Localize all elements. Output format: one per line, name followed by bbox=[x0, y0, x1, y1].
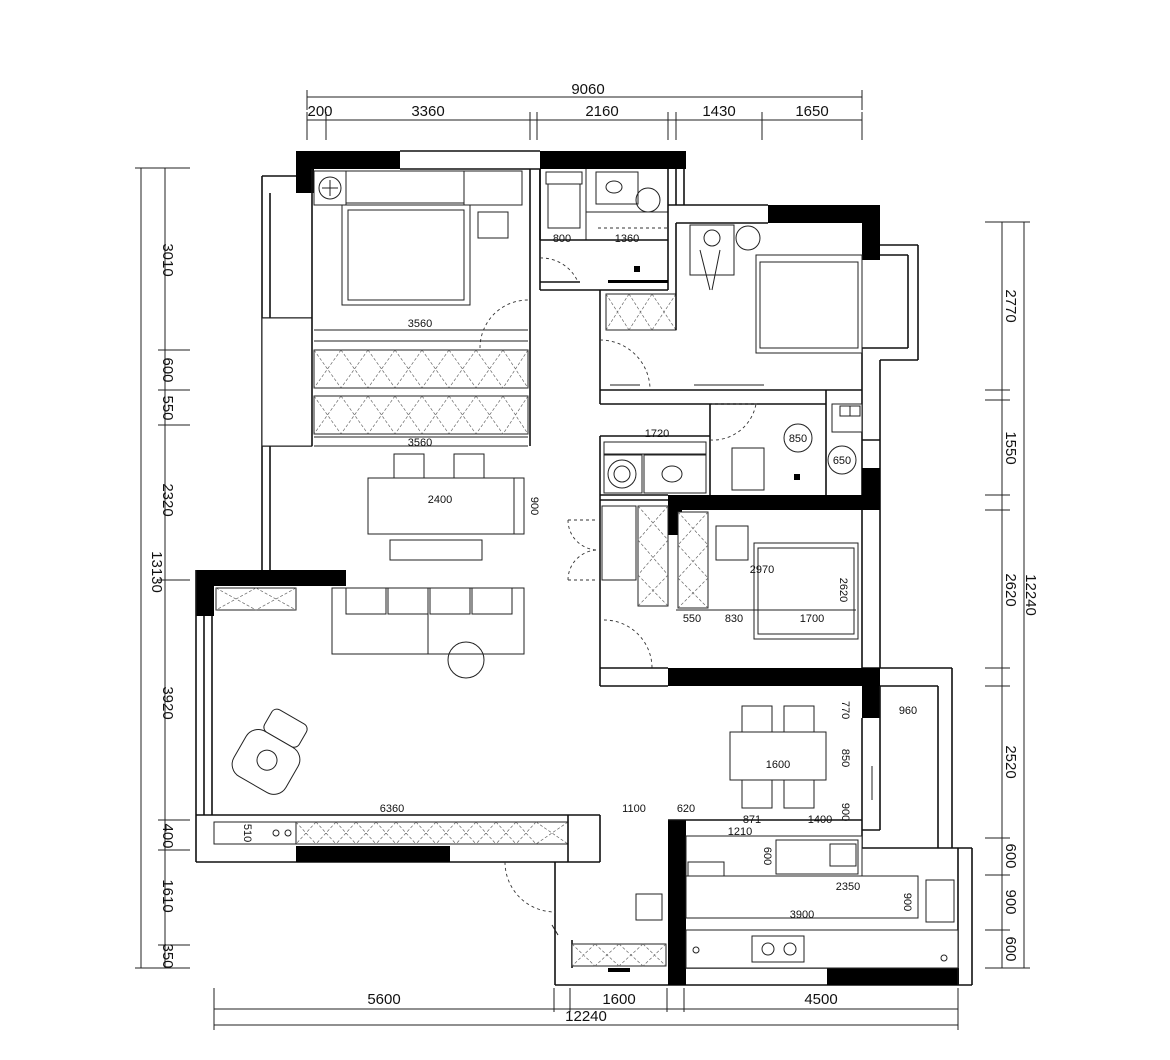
dining-area bbox=[367, 453, 525, 561]
master-bedroom bbox=[313, 169, 541, 446]
right-dimension-7: 600 bbox=[1002, 936, 1019, 961]
dining-table-2-length: 1600 bbox=[766, 759, 790, 771]
bottom-cabinet bbox=[213, 815, 569, 862]
living-room bbox=[215, 587, 525, 795]
bed-2 bbox=[755, 254, 863, 354]
double-bed bbox=[341, 204, 471, 306]
dining-table-length: 2400 bbox=[428, 494, 452, 506]
bottom-dimension-lines bbox=[213, 988, 959, 1030]
right-dimension-4: 2520 bbox=[1002, 745, 1019, 778]
bedroom-2 bbox=[599, 224, 863, 405]
right-total-dimension: 12240 bbox=[1022, 574, 1039, 616]
bottom-dimension-3: 4500 bbox=[804, 991, 837, 1008]
kitchen-dimension-1210: 1210 bbox=[728, 826, 752, 838]
right-dimension-6: 900 bbox=[1002, 889, 1019, 914]
right-dimension-5: 600 bbox=[1002, 843, 1019, 868]
bath1-dimension-b: 1360 bbox=[615, 233, 639, 245]
dining-table-depth: 900 bbox=[528, 497, 540, 515]
bed3-dimension-a: 550 bbox=[683, 613, 701, 625]
bath2-dimension-b: 650 bbox=[833, 455, 851, 467]
wall-band bbox=[668, 495, 862, 510]
top-dimension-lines bbox=[306, 90, 863, 140]
bed3-dimension-b: 830 bbox=[725, 613, 743, 625]
right-dimension-lines bbox=[985, 221, 1030, 969]
left-dimension-lines bbox=[135, 167, 190, 969]
left-dimension-7: 1610 bbox=[159, 879, 176, 912]
bed3-dimension-c: 1700 bbox=[800, 613, 824, 625]
kitchen-dimension-1400: 1400 bbox=[808, 814, 832, 826]
top-dimension-4: 1430 bbox=[702, 103, 735, 120]
top-dimension-1: 200 bbox=[307, 103, 332, 120]
left-dimension-1: 3010 bbox=[159, 243, 176, 276]
laundry-dimension: 1720 bbox=[645, 428, 669, 440]
bottom-dimension-2: 1600 bbox=[602, 991, 635, 1008]
kitchen-dimension-620: 620 bbox=[677, 803, 695, 815]
left-dimension-3: 550 bbox=[159, 395, 176, 420]
wardrobe-top-label: 3560 bbox=[408, 318, 432, 330]
dining-table-2 bbox=[729, 731, 827, 781]
hall-cabinet bbox=[605, 223, 677, 331]
left-dimension-4: 2320 bbox=[159, 483, 176, 516]
bed3-depth-label: 2620 bbox=[837, 578, 849, 602]
left-dimension-5: 3920 bbox=[159, 686, 176, 719]
bathroom-1 bbox=[539, 169, 685, 330]
top-total-dimension: 9060 bbox=[571, 81, 604, 98]
kitchen-dimension-1100: 1100 bbox=[622, 803, 646, 815]
bed3-width-label: 2970 bbox=[750, 564, 774, 576]
wardrobes bbox=[313, 329, 529, 447]
cabinet-510-label: 510 bbox=[241, 824, 253, 842]
vertical-900-label: 900 bbox=[839, 803, 851, 821]
walls bbox=[195, 150, 973, 986]
kitchen-dimension-900: 900 bbox=[901, 893, 913, 911]
top-dimension-5: 1650 bbox=[795, 103, 828, 120]
left-dimension-6: 400 bbox=[159, 823, 176, 848]
dining-kitchen bbox=[668, 705, 959, 969]
kitchen-dimension-2350: 2350 bbox=[836, 881, 860, 893]
bottom-total-dimension: 12240 bbox=[565, 1008, 607, 1025]
right-dimension-1: 2770 bbox=[1002, 289, 1019, 322]
vertical-770-label: 770 bbox=[839, 701, 851, 719]
left-dimension-8: 350 bbox=[159, 943, 176, 968]
right-dimension-3: 2620 bbox=[1002, 573, 1019, 606]
right-dimension-2: 1550 bbox=[1002, 431, 1019, 464]
vertical-850-label: 850 bbox=[839, 749, 851, 767]
cabinet-6360-label: 6360 bbox=[380, 803, 404, 815]
round-coffee-table bbox=[447, 641, 485, 679]
dining-table bbox=[367, 477, 515, 535]
bath2-dimension-a: 850 bbox=[789, 433, 807, 445]
bath1-dimension-a: 800 bbox=[553, 233, 571, 245]
bottom-dimension-1: 5600 bbox=[367, 991, 400, 1008]
kitchen-dimension-600: 600 bbox=[761, 847, 773, 865]
bed-3 bbox=[753, 542, 859, 640]
balcony-width-label: 960 bbox=[899, 705, 917, 717]
left-total-dimension: 13130 bbox=[148, 551, 165, 593]
top-dimension-2: 3360 bbox=[411, 103, 444, 120]
kitchen-dimension-3900: 3900 bbox=[790, 909, 814, 921]
wardrobe-bottom-label: 3560 bbox=[408, 437, 432, 449]
left-dimension-2: 600 bbox=[159, 357, 176, 382]
laundry-bath-2 bbox=[599, 403, 863, 500]
top-dimension-3: 2160 bbox=[585, 103, 618, 120]
entry-foyer bbox=[504, 861, 667, 972]
bedroom-3 bbox=[567, 500, 862, 687]
kitchen-dimension-871: 871 bbox=[743, 814, 761, 826]
